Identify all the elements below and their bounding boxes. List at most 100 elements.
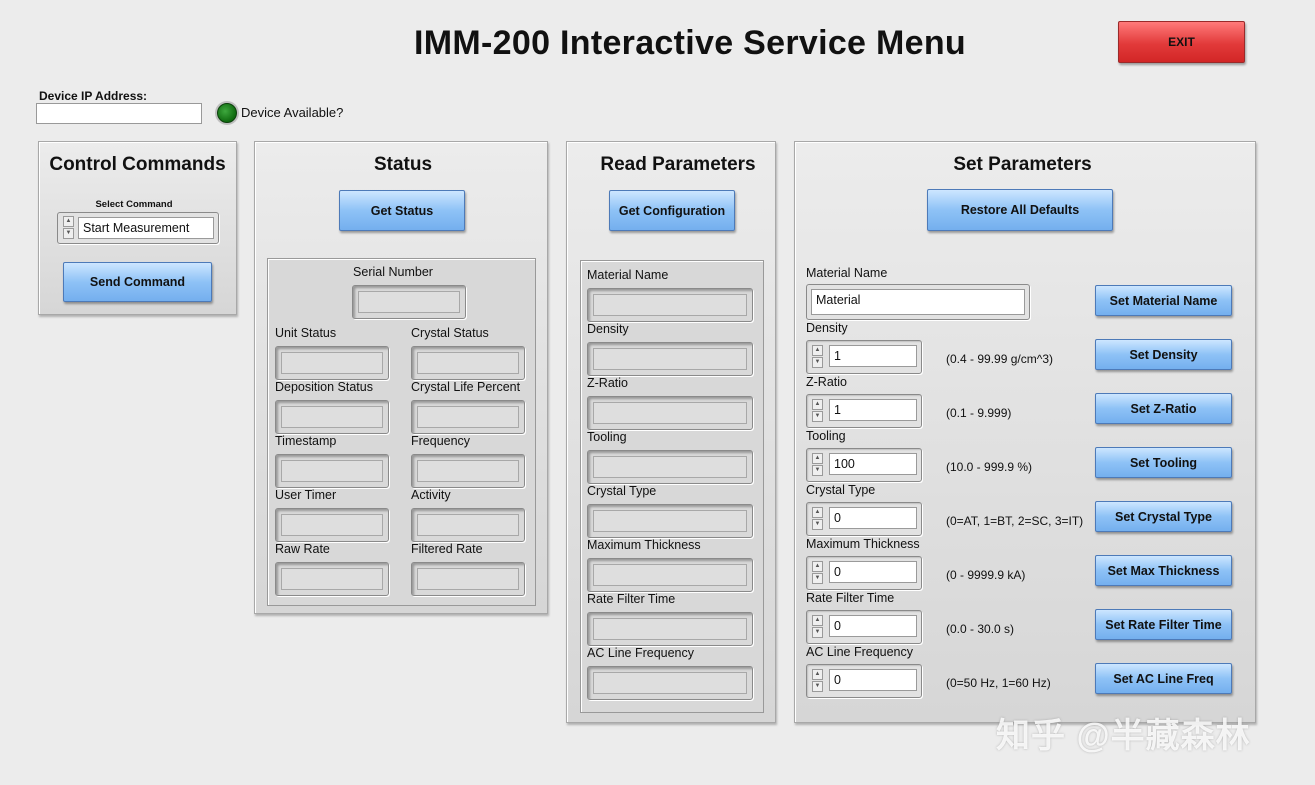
raw-rate-label: Raw Rate [275, 542, 330, 556]
spin-up-icon[interactable]: ▲ [812, 507, 823, 518]
set-rate-filter-time-button[interactable]: Set Rate Filter Time [1095, 609, 1232, 640]
read-material-name-field [587, 288, 753, 322]
crystal-type-input[interactable]: 0 [829, 507, 917, 529]
set-parameters-title: Set Parameters [953, 154, 1092, 175]
activity-field [411, 508, 525, 542]
set-density-button[interactable]: Set Density [1095, 339, 1232, 370]
maximum-thickness-spinner[interactable]: ▲▼ [812, 561, 824, 585]
rate-filter-time-numeric-control[interactable]: ▲▼0 [806, 610, 922, 644]
read-density-label: Density [587, 322, 629, 336]
ac-line-frequency-spinner[interactable]: ▲▼ [812, 669, 824, 693]
spin-down-icon[interactable]: ▼ [812, 519, 823, 530]
ac-line-frequency-input[interactable]: 0 [829, 669, 917, 691]
z-ratio-spinner[interactable]: ▲▼ [812, 399, 824, 423]
crystal-status-field [411, 346, 525, 380]
rate-filter-time-label: Rate Filter Time [806, 591, 895, 605]
crystal-status-label: Crystal Status [411, 326, 489, 340]
raw-rate-field [275, 562, 389, 596]
crystal-life-percent-label: Crystal Life Percent [411, 380, 521, 394]
ac-line-frequency-label: AC Line Frequency [806, 645, 914, 659]
read-rate-filter-time-label: Rate Filter Time [587, 592, 676, 606]
user-timer-label: User Timer [275, 488, 337, 502]
set-z-ratio-button[interactable]: Set Z-Ratio [1095, 393, 1232, 424]
crystal-type-numeric-control[interactable]: ▲▼0 [806, 502, 922, 536]
set-maximum-thickness-button[interactable]: Set Max Thickness [1095, 555, 1232, 586]
spin-down-icon[interactable]: ▼ [63, 228, 74, 239]
rate-filter-time-input[interactable]: 0 [829, 615, 917, 637]
material-name-input[interactable]: Material [811, 289, 1025, 315]
activity-label: Activity [411, 488, 451, 502]
spin-down-icon[interactable]: ▼ [812, 627, 823, 638]
density-range: (0.4 - 99.99 g/cm^3) [946, 352, 1054, 366]
read-ac-line-frequency-label: AC Line Frequency [587, 646, 695, 660]
status-title: Status [373, 154, 433, 175]
serial-number-label: Serial Number [353, 265, 433, 279]
density-input[interactable]: 1 [829, 345, 917, 367]
maximum-thickness-label: Maximum Thickness [806, 537, 920, 551]
page-title: IMM-200 Interactive Service Menu [414, 24, 966, 62]
material-name-label: Material Name [806, 266, 888, 280]
status-panel: Status Get Status Serial Number Unit Sta… [254, 141, 548, 614]
read-parameters-title: Read Parameters [600, 154, 756, 175]
tooling-numeric-control[interactable]: ▲▼100 [806, 448, 922, 482]
material-name-control[interactable]: Material [806, 284, 1030, 320]
send-command-button[interactable]: Send Command [63, 262, 212, 302]
command-value[interactable]: Start Measurement [78, 217, 214, 239]
timestamp-field [275, 454, 389, 488]
crystal-type-range: (0=AT, 1=BT, 2=SC, 3=IT) [946, 514, 1084, 528]
spin-up-icon[interactable]: ▲ [812, 561, 823, 572]
spin-down-icon[interactable]: ▼ [812, 411, 823, 422]
watermark: 知乎 @半藏森林 [996, 717, 1251, 755]
tooling-spinner[interactable]: ▲▼ [812, 453, 824, 477]
density-spinner[interactable]: ▲▼ [812, 345, 824, 369]
rate-filter-time-spinner[interactable]: ▲▼ [812, 615, 824, 639]
deposition-status-field [275, 400, 389, 434]
get-status-button[interactable]: Get Status [339, 190, 465, 231]
ip-address-input[interactable] [36, 103, 202, 124]
restore-all-defaults-button[interactable]: Restore All Defaults [927, 189, 1113, 231]
read-rate-filter-time-field [587, 612, 753, 646]
command-spinner[interactable]: ▲ ▼ [63, 216, 75, 240]
device-available-led-icon [217, 103, 237, 123]
spin-up-icon[interactable]: ▲ [812, 669, 823, 680]
spin-up-icon[interactable]: ▲ [63, 216, 74, 227]
z-ratio-numeric-control[interactable]: ▲▼1 [806, 394, 922, 428]
crystal-type-spinner[interactable]: ▲▼ [812, 507, 824, 531]
frequency-label: Frequency [411, 434, 471, 448]
maximum-thickness-input[interactable]: 0 [829, 561, 917, 583]
set-crystal-type-button[interactable]: Set Crystal Type [1095, 501, 1232, 532]
tooling-input[interactable]: 100 [829, 453, 917, 475]
maximum-thickness-range: (0 - 9999.9 kA) [946, 568, 1026, 582]
filtered-rate-field [411, 562, 525, 596]
spin-down-icon[interactable]: ▼ [812, 465, 823, 476]
set-tooling-button[interactable]: Set Tooling [1095, 447, 1232, 478]
spin-down-icon[interactable]: ▼ [812, 573, 823, 584]
read-z-ratio-label: Z-Ratio [587, 376, 628, 390]
read-tooling-field [587, 450, 753, 484]
spin-up-icon[interactable]: ▲ [812, 399, 823, 410]
exit-button[interactable]: EXIT [1118, 21, 1245, 63]
ac-line-frequency-numeric-control[interactable]: ▲▼0 [806, 664, 922, 698]
set-material-name-button[interactable]: Set Material Name [1095, 285, 1232, 316]
z-ratio-range: (0.1 - 9.999) [946, 406, 1012, 420]
read-density-field [587, 342, 753, 376]
spin-up-icon[interactable]: ▲ [812, 453, 823, 464]
spin-down-icon[interactable]: ▼ [812, 681, 823, 692]
spin-up-icon[interactable]: ▲ [812, 615, 823, 626]
crystal-type-label: Crystal Type [806, 483, 876, 497]
z-ratio-input[interactable]: 1 [829, 399, 917, 421]
get-configuration-button[interactable]: Get Configuration [609, 190, 735, 231]
set-parameters-panel: Set Parameters Restore All Defaults Mate… [794, 141, 1256, 723]
serial-number-field [352, 285, 466, 319]
set-ac-line-frequency-button[interactable]: Set AC Line Freq [1095, 663, 1232, 694]
command-ring[interactable]: ▲ ▼ Start Measurement [57, 212, 219, 244]
maximum-thickness-numeric-control[interactable]: ▲▼0 [806, 556, 922, 590]
read-crystal-type-label: Crystal Type [587, 484, 657, 498]
read-z-ratio-field [587, 396, 753, 430]
read-crystal-type-field [587, 504, 753, 538]
spin-up-icon[interactable]: ▲ [812, 345, 823, 356]
spin-down-icon[interactable]: ▼ [812, 357, 823, 368]
density-numeric-control[interactable]: ▲▼1 [806, 340, 922, 374]
